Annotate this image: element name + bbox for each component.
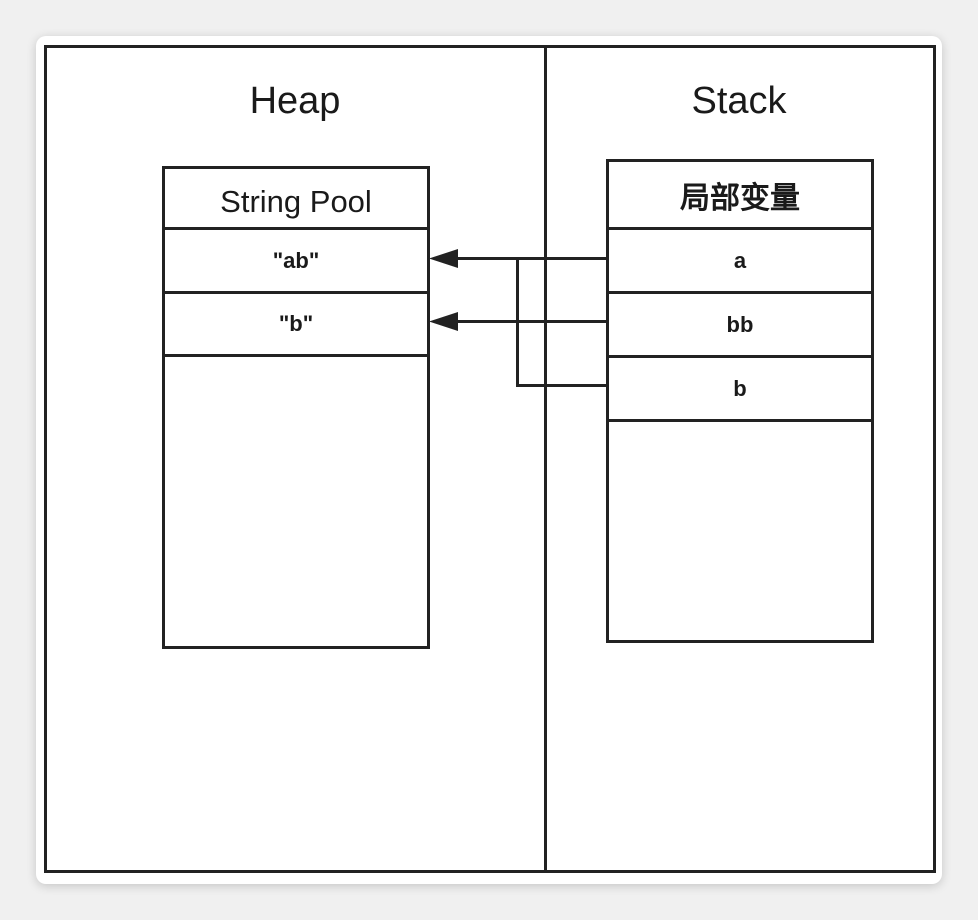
local-variables-header: 局部变量 [609, 162, 871, 230]
stack-title: Stack [691, 80, 787, 122]
ref-a-to-ab-arrowhead [429, 249, 458, 268]
variable-a: a [609, 230, 871, 294]
variable-bb: bb [609, 294, 871, 358]
local-variables-box: 局部变量 a bb b [606, 159, 874, 643]
string-pool-box: String Pool "ab" "b" [162, 166, 430, 649]
string-pool-header: String Pool [165, 169, 427, 230]
ref-bb-to-b-arrowhead [429, 312, 458, 331]
heap-title: Heap [249, 80, 341, 122]
pool-entry-b: "b" [165, 294, 427, 357]
variable-b: b [609, 358, 871, 422]
ref-b-to-ab-line [516, 258, 607, 387]
outer-frame [44, 45, 936, 873]
pool-entry-ab: "ab" [165, 230, 427, 294]
